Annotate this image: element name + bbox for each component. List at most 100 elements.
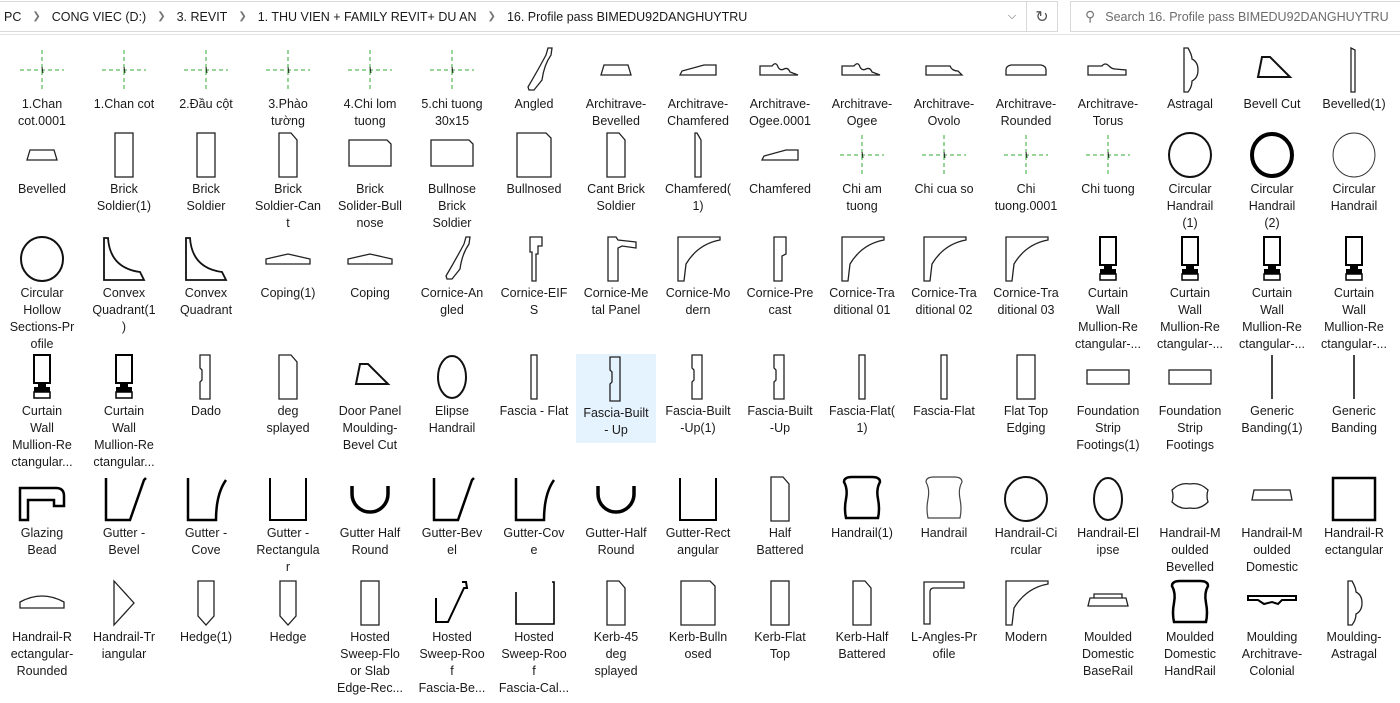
file-item[interactable]: Fascia-Flat( 1) <box>822 352 902 437</box>
file-item[interactable]: Bullnosed <box>494 130 574 198</box>
file-item[interactable]: Curtain Wall Mullion-Re ctangular-... <box>1232 234 1312 353</box>
file-item[interactable]: Architrave- Ogee.0001 <box>740 45 820 130</box>
file-item[interactable]: Astragal <box>1150 45 1230 113</box>
file-item[interactable]: Convex Quadrant(1 ) <box>84 234 164 336</box>
file-item[interactable]: Fascia-Built -Up <box>740 352 820 437</box>
file-item[interactable]: Foundation Strip Footings <box>1150 352 1230 454</box>
file-item[interactable]: Architrave- Chamfered <box>658 45 738 130</box>
file-item[interactable]: Fascia-Built - Up <box>576 354 656 443</box>
file-item[interactable]: 3.Phào tường <box>248 45 328 130</box>
file-item[interactable]: Handrail-El ipse <box>1068 474 1148 559</box>
file-item[interactable]: Dado <box>166 352 246 420</box>
file-item[interactable]: Chamfered( 1) <box>658 130 738 215</box>
breadcrumb-pc[interactable]: PC <box>4 9 22 24</box>
file-item[interactable]: Moulding- Astragal <box>1314 578 1394 663</box>
file-item[interactable]: Gutter-Half Round <box>576 474 656 559</box>
file-item[interactable]: Architrave- Ogee <box>822 45 902 130</box>
file-item[interactable]: Curtain Wall Mullion-Re ctangular-... <box>1314 234 1394 353</box>
file-item[interactable]: Brick Soldier(1) <box>84 130 164 215</box>
file-item[interactable]: Circular Handrail (2) <box>1232 130 1312 232</box>
breadcrumb-revit[interactable]: 3. REVIT <box>176 9 228 24</box>
search-box[interactable]: ⚲ Search 16. Profile pass BIMEDU92DANGHU… <box>1070 1 1400 32</box>
file-item[interactable]: Moulding Architrave- Colonial <box>1232 578 1312 680</box>
file-item[interactable]: Fascia-Built -Up(1) <box>658 352 738 437</box>
search-input[interactable]: Search 16. Profile pass BIMEDU92DANGHUYT… <box>1105 9 1389 24</box>
file-item[interactable]: Flat Top Edging <box>986 352 1066 437</box>
file-item[interactable]: Cornice-Tra ditional 02 <box>904 234 984 319</box>
file-item[interactable]: Hedge <box>248 578 328 646</box>
file-item[interactable]: Bevelled <box>2 130 82 198</box>
file-item[interactable]: Kerb-Half Battered <box>822 578 902 663</box>
chevron-right-icon[interactable]: ❯ <box>32 11 41 22</box>
file-item[interactable]: Angled <box>494 45 574 113</box>
file-item[interactable]: Gutter - Cove <box>166 474 246 559</box>
file-item[interactable]: Curtain Wall Mullion-Re ctangular-... <box>1150 234 1230 353</box>
breadcrumb-current[interactable]: 16. Profile pass BIMEDU92DANGHUYTRU <box>506 9 748 24</box>
file-item[interactable]: 2.Đầu cột <box>166 45 246 113</box>
breadcrumb-library[interactable]: 1. THU VIEN + FAMILY REVIT+ DU AN <box>257 9 477 24</box>
file-item[interactable]: Brick Solider-Bull nose <box>330 130 410 232</box>
file-item[interactable]: Handrail-R ectangular <box>1314 474 1394 559</box>
file-item[interactable]: Glazing Bead <box>2 474 82 559</box>
file-item[interactable]: Handrail <box>904 474 984 542</box>
file-item[interactable]: Handrail-M oulded Bevelled <box>1150 474 1230 576</box>
file-item[interactable]: Hosted Sweep-Flo or Slab Edge-Rec... <box>330 578 410 697</box>
file-item[interactable]: Gutter-Bev el <box>412 474 492 559</box>
chevron-right-icon[interactable]: ❯ <box>487 11 496 22</box>
file-item[interactable]: Handrail(1) <box>822 474 902 542</box>
file-item[interactable]: Brick Soldier <box>166 130 246 215</box>
file-item[interactable]: Gutter Half Round <box>330 474 410 559</box>
file-item[interactable]: Architrave- Ovolo <box>904 45 984 130</box>
file-item[interactable]: Door Panel Moulding- Bevel Cut <box>330 352 410 454</box>
breadcrumb-drive[interactable]: CONG VIEC (D:) <box>51 9 147 24</box>
file-item[interactable]: Cornice-An gled <box>412 234 492 319</box>
file-item[interactable]: Moulded Domestic HandRail <box>1150 578 1230 680</box>
file-item[interactable]: Chi cua so <box>904 130 984 198</box>
file-item[interactable]: Moulded Domestic BaseRail <box>1068 578 1148 680</box>
file-item[interactable]: Gutter - Bevel <box>84 474 164 559</box>
file-item[interactable]: Convex Quadrant <box>166 234 246 319</box>
file-item[interactable]: Kerb-Bulln osed <box>658 578 738 663</box>
file-item[interactable]: 4.Chi lom tuong <box>330 45 410 130</box>
file-item[interactable]: Generic Banding(1) <box>1232 352 1312 437</box>
file-item[interactable]: Cornice-Me tal Panel <box>576 234 656 319</box>
file-item[interactable]: Chamfered <box>740 130 820 198</box>
file-item[interactable]: Brick Soldier-Can t <box>248 130 328 232</box>
chevron-down-icon[interactable]: ⌵ <box>1007 10 1017 22</box>
file-item[interactable]: Kerb-45 deg splayed <box>576 578 656 680</box>
file-item[interactable]: Bevell Cut <box>1232 45 1312 113</box>
file-item[interactable]: Coping(1) <box>248 234 328 302</box>
address-bar[interactable]: PC ❯ CONG VIEC (D:) ❯ 3. REVIT ❯ 1. THU … <box>0 1 1058 32</box>
file-item[interactable]: Coping <box>330 234 410 302</box>
file-item[interactable]: Handrail-Ci rcular <box>986 474 1066 559</box>
file-item[interactable]: Cornice-Tra ditional 03 <box>986 234 1066 319</box>
file-item[interactable]: 1.Chan cot <box>84 45 164 113</box>
file-item[interactable]: Cant Brick Soldier <box>576 130 656 215</box>
chevron-right-icon[interactable]: ❯ <box>238 11 247 22</box>
file-item[interactable]: Gutter-Rect angular <box>658 474 738 559</box>
file-item[interactable]: Curtain Wall Mullion-Re ctangular... <box>2 352 82 471</box>
chevron-right-icon[interactable]: ❯ <box>157 11 166 22</box>
file-item[interactable]: Circular Hollow Sections-Pr ofile <box>2 234 82 353</box>
file-item[interactable]: Architrave- Rounded <box>986 45 1066 130</box>
file-item[interactable]: Kerb-Flat Top <box>740 578 820 663</box>
file-item[interactable]: Cornice-Tra ditional 01 <box>822 234 902 319</box>
file-item[interactable]: Curtain Wall Mullion-Re ctangular... <box>84 352 164 471</box>
file-item[interactable]: Cornice-Mo dern <box>658 234 738 319</box>
file-item[interactable]: Gutter - Rectangula r <box>248 474 328 576</box>
file-item[interactable]: Modern <box>986 578 1066 646</box>
file-item[interactable]: Architrave- Torus <box>1068 45 1148 130</box>
file-item[interactable]: Architrave- Bevelled <box>576 45 656 130</box>
file-item[interactable]: Chi tuong <box>1068 130 1148 198</box>
file-item[interactable]: Gutter-Cov e <box>494 474 574 559</box>
file-item[interactable]: Generic Banding <box>1314 352 1394 437</box>
file-item[interactable]: Hedge(1) <box>166 578 246 646</box>
file-item[interactable]: Bullnose Brick Soldier <box>412 130 492 232</box>
file-item[interactable]: Hosted Sweep-Roo f Fascia-Be... <box>412 578 492 697</box>
file-item[interactable]: Bevelled(1) <box>1314 45 1394 113</box>
file-item[interactable]: Cornice-Pre cast <box>740 234 820 319</box>
file-item[interactable]: Handrail-Tr iangular <box>84 578 164 663</box>
file-item[interactable]: deg splayed <box>248 352 328 437</box>
file-item[interactable]: Fascia-Flat <box>904 352 984 420</box>
file-item[interactable]: Curtain Wall Mullion-Re ctangular-... <box>1068 234 1148 353</box>
